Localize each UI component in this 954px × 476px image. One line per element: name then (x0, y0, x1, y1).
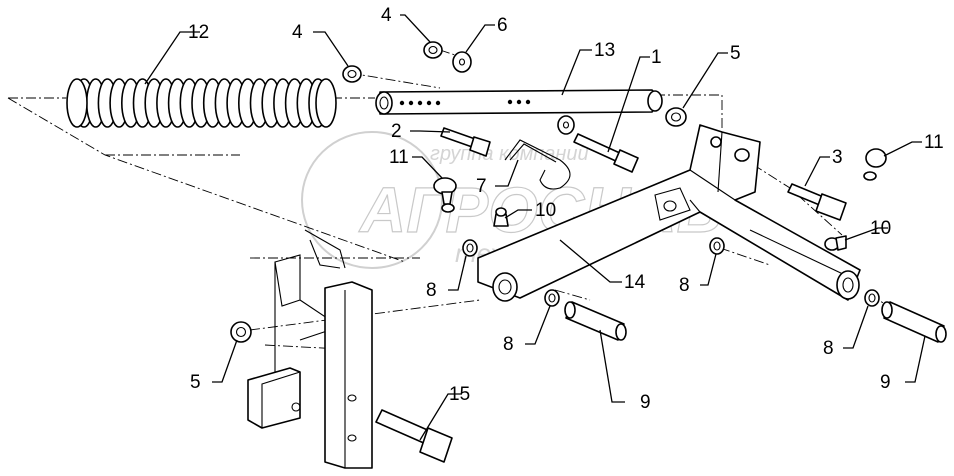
leader-line (465, 24, 495, 53)
grease-fitting-part-11-left (433, 177, 457, 213)
leader-line (607, 56, 650, 153)
frame-part-14 (477, 124, 861, 302)
leader-line (682, 52, 728, 109)
leader-line (313, 31, 349, 67)
part-number-label: 3 (832, 147, 843, 168)
leader-line (419, 393, 462, 441)
pin-part-9-right (881, 301, 947, 343)
part-number-label: 7 (476, 176, 487, 197)
bushing-part-8-c (544, 289, 560, 307)
bolt-part-15 (375, 409, 453, 463)
part-number-label: 2 (391, 121, 402, 142)
part-number-label: 11 (389, 147, 409, 168)
part-number-label: 14 (624, 272, 646, 293)
part-number-label: 9 (880, 372, 891, 393)
nut-part-5-lower (230, 321, 252, 343)
bushing-part-8-a (462, 239, 478, 257)
leader-line (144, 31, 200, 85)
spring-part-12 (66, 78, 337, 128)
part-number-label: 8 (426, 280, 437, 301)
leader-line (700, 253, 717, 286)
leader-line (212, 339, 238, 383)
part-number-label: 13 (594, 40, 615, 61)
bolt-part-3 (787, 183, 847, 221)
assembly-lines (7, 49, 896, 351)
bolt-part-2 (440, 127, 491, 157)
leader-line (561, 49, 592, 96)
grease-fitting-part-10-right (824, 235, 847, 251)
part-number-label: 8 (679, 275, 690, 296)
leader-line (843, 305, 869, 349)
nut-part-4-top (423, 41, 443, 59)
leader-line (448, 255, 467, 291)
leader-line (883, 141, 922, 157)
bolt-part-1 (557, 115, 639, 173)
nut-part-5-top (665, 107, 687, 127)
grease-fitting-part-10-left (493, 207, 509, 227)
leader-line (844, 227, 888, 241)
part-number-label: 10 (535, 200, 556, 221)
part-number-label: 15 (449, 384, 470, 405)
leader-line (504, 209, 532, 219)
part-number-label: 1 (651, 47, 662, 68)
bushing-part-8-b (709, 237, 725, 255)
part-number-label: 12 (188, 22, 209, 43)
leader-line (410, 130, 451, 133)
part-number-label: 8 (503, 334, 514, 355)
mounting-bracket (247, 229, 373, 469)
pin-part-9-left (564, 301, 627, 341)
leader-line (495, 159, 519, 187)
leader-line (559, 239, 622, 283)
nut-part-4-left (342, 65, 362, 83)
grease-fitting-part-11-right (863, 148, 887, 181)
part-number-label: 11 (924, 132, 944, 153)
leader-line (412, 156, 443, 179)
leader-line (905, 335, 926, 383)
bushing-part-8-d (864, 289, 880, 307)
leader-line (525, 305, 551, 345)
leader-line (804, 156, 830, 187)
part-number-label: 6 (497, 15, 508, 36)
part-number-label: 4 (292, 22, 303, 43)
part-number-label: 5 (730, 43, 741, 64)
spring-pin-part-7 (504, 139, 571, 190)
part-number-label: 5 (190, 372, 201, 393)
leader-line (400, 14, 431, 43)
leader-line (599, 329, 625, 403)
tube-part-13 (375, 89, 663, 115)
part-number-label: 10 (870, 218, 891, 239)
part-number-label: 4 (381, 5, 392, 26)
part-number-label: 9 (640, 392, 651, 413)
washer-part-6 (452, 51, 472, 73)
part-number-label: 8 (823, 338, 834, 359)
